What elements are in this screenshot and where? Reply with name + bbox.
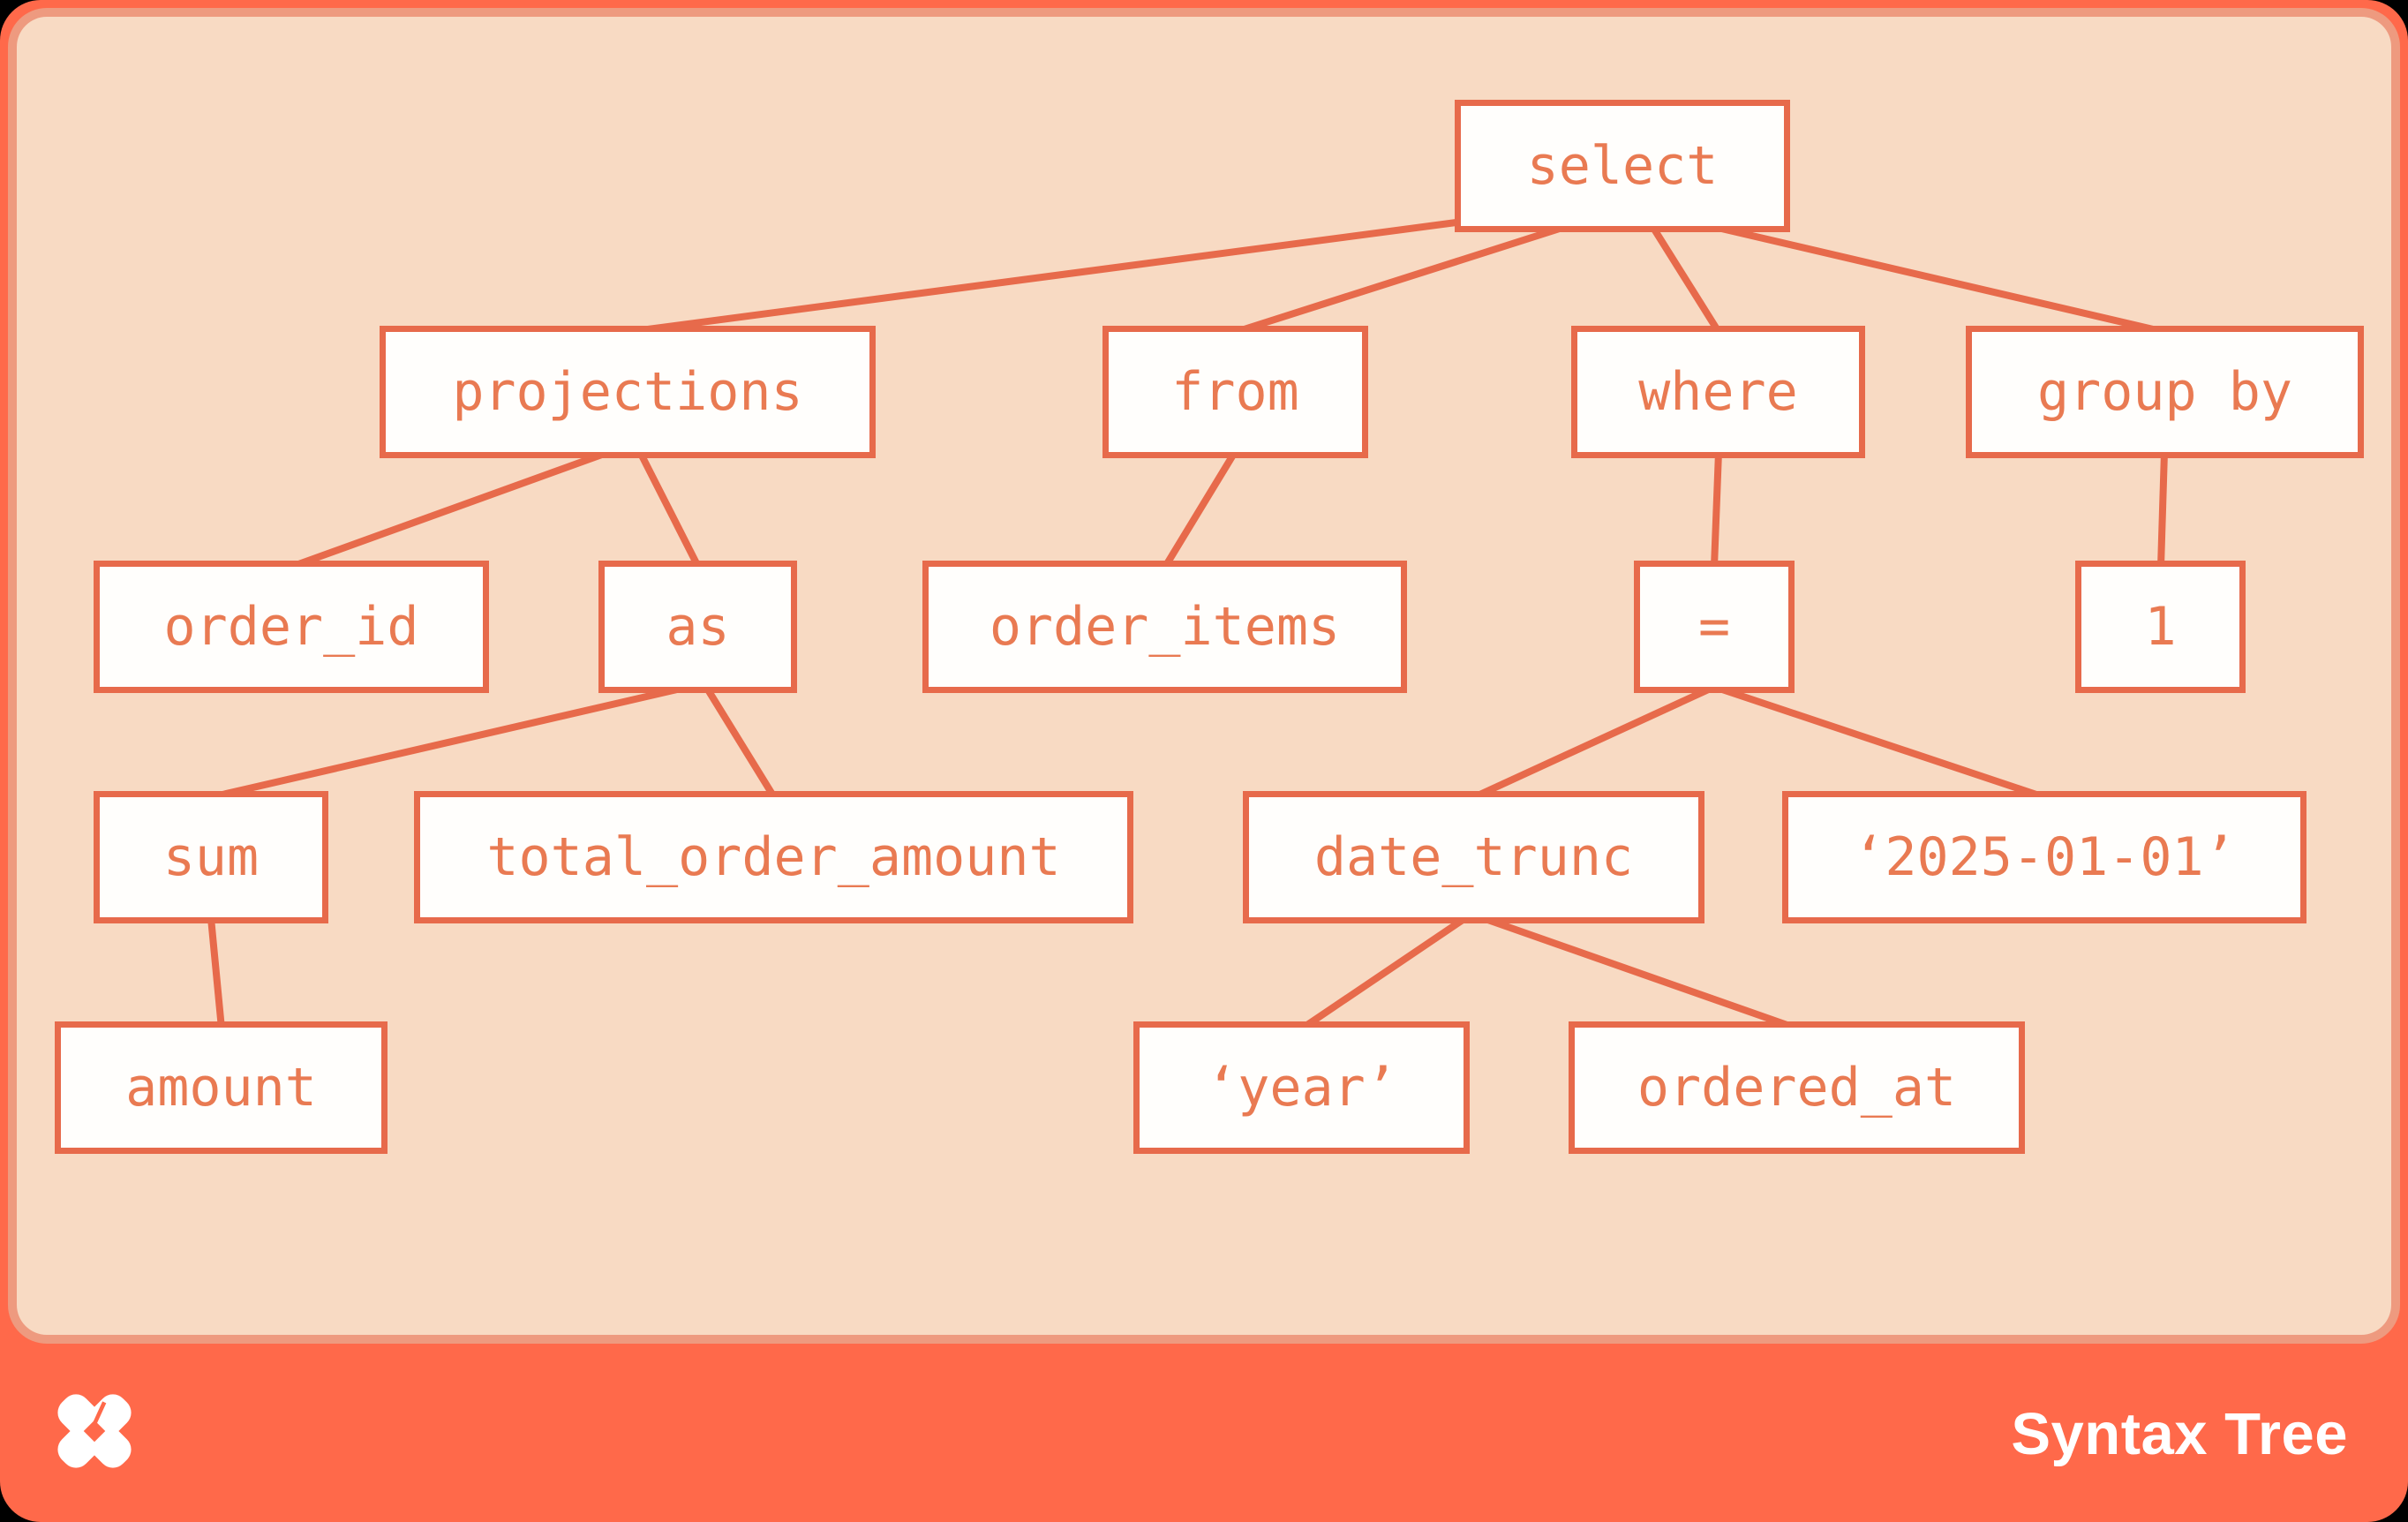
tree-node-order-id: order_id	[94, 561, 489, 693]
tree-node-from: from	[1102, 326, 1368, 458]
tree-node-sum: sum	[94, 791, 328, 923]
edge-as-total-order-amount	[703, 684, 778, 800]
tree-node-date-literal: ‘2025-01-01’	[1782, 791, 2306, 923]
edge-eq-date-trunc	[1472, 683, 1716, 801]
edge-group-by-one	[2157, 451, 2168, 568]
tree-node-total-order-amount: total_order_amount	[414, 791, 1133, 923]
edge-projections-as	[636, 450, 702, 569]
edge-date-trunc-ordered-at	[1481, 915, 1799, 1032]
dbt-logo-icon	[57, 1394, 132, 1468]
tree-node-as: as	[598, 561, 797, 693]
tree-node-group-by: group by	[1966, 326, 2364, 458]
tree-node-one: 1	[2075, 561, 2246, 693]
tree-node-date-trunc: date_trunc	[1243, 791, 1704, 923]
edge-select-group-by	[1687, 217, 2165, 335]
tree-node-order-items: order_items	[922, 561, 1407, 693]
edge-eq-date-literal	[1712, 683, 2046, 801]
edge-date-trunc-year	[1299, 915, 1468, 1032]
edge-sum-amount	[207, 917, 225, 1029]
edge-projections-order-id	[290, 448, 611, 570]
tree-node-amount: amount	[55, 1021, 388, 1154]
edge-select-where	[1645, 218, 1722, 335]
tree-node-where: where	[1571, 326, 1865, 458]
tree-node-year-literal: ‘year’	[1133, 1021, 1470, 1154]
edge-select-projections	[627, 217, 1471, 335]
edge-as-sum	[210, 683, 689, 801]
tree-node-equals: =	[1634, 561, 1795, 693]
edge-where-eq	[1711, 451, 1722, 568]
footer-brand-label: Syntax Tree	[2011, 1401, 2348, 1467]
tree-node-select: select	[1455, 100, 1790, 232]
edge-select-from	[1234, 217, 1586, 335]
edge-from-order-items	[1162, 449, 1238, 569]
tree-node-ordered-at: ordered_at	[1569, 1021, 2025, 1154]
tree-node-projections: projections	[380, 326, 876, 458]
